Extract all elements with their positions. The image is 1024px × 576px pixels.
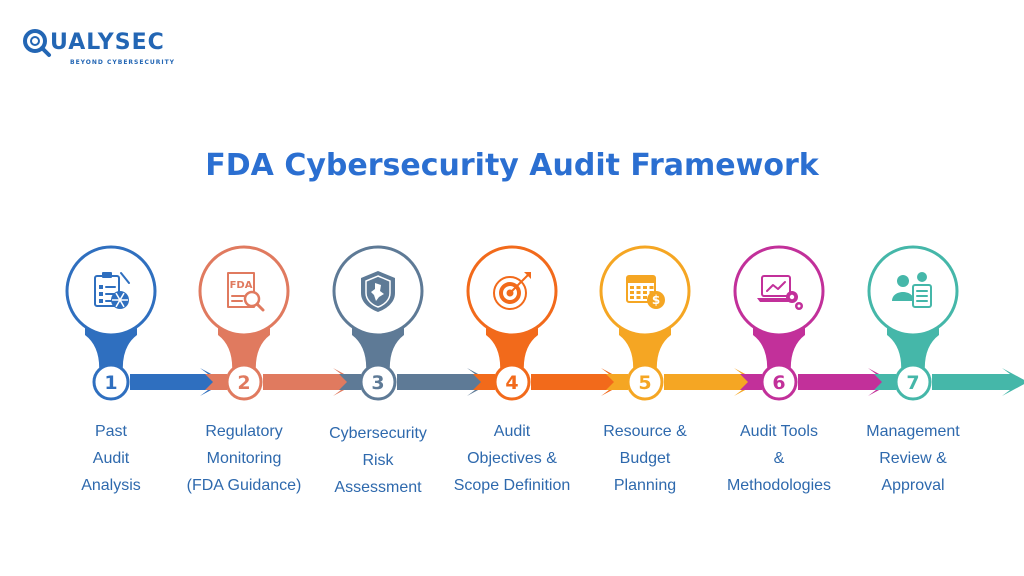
shield-icon <box>361 271 395 312</box>
step-arrow-tail <box>205 374 227 390</box>
target-icon <box>493 272 531 310</box>
step-arrow-tail <box>339 374 361 390</box>
step-connector <box>218 328 270 374</box>
laptop-gears-icon <box>757 275 803 310</box>
step-number-badge <box>760 363 798 401</box>
step-arrow-tail <box>874 374 896 390</box>
step-label: Audit Tools & Methodologies <box>726 423 832 494</box>
step-arrow <box>798 368 894 396</box>
step-number-badge <box>359 363 397 401</box>
step-arrow <box>263 368 359 396</box>
calendar-budget-icon: $ <box>626 275 665 309</box>
step-connector <box>352 328 404 374</box>
step-arrow-tail <box>473 374 495 390</box>
step-connector <box>85 328 137 374</box>
step-number: 3 <box>371 372 384 394</box>
step-5: $5 <box>599 245 760 401</box>
step-number-badge <box>225 363 263 401</box>
step-connector <box>486 328 538 374</box>
step-label: Past Audit Analysis <box>81 423 141 494</box>
step-number-badge <box>894 363 932 401</box>
brand-tagline: BEYOND CYBERSECURITY <box>70 59 176 66</box>
team-review-icon <box>892 272 932 308</box>
step-arrow <box>397 368 493 396</box>
step-connector <box>619 328 671 374</box>
svg-text:FDA: FDA <box>230 280 253 291</box>
step-arrow <box>664 368 760 396</box>
step-arrow <box>932 368 1024 396</box>
step-number: 2 <box>237 372 250 394</box>
step-arrow <box>130 368 226 396</box>
svg-text:$: $ <box>652 293 660 307</box>
step-number: 5 <box>638 372 651 394</box>
step-arrow-tail <box>740 374 762 390</box>
step-icon-circle <box>198 245 290 337</box>
step-number: 1 <box>104 372 117 394</box>
step-7: 7 <box>867 245 1024 401</box>
step-icon-circle <box>733 245 825 337</box>
step-number: 7 <box>906 372 919 394</box>
step-arrow <box>531 368 627 396</box>
step-number-badge <box>626 363 664 401</box>
step-label: Resource & Budget Planning <box>603 423 687 494</box>
step-number: 4 <box>505 372 518 394</box>
step-number-badge <box>92 363 130 401</box>
step-4: 4 <box>466 245 627 401</box>
step-6: 6 <box>733 245 894 401</box>
step-connector <box>887 328 939 374</box>
step-number-badge <box>493 363 531 401</box>
audit-clipboard-icon <box>94 272 130 309</box>
step-label: Cybersecurity Risk Assessment <box>329 425 427 496</box>
page-title: FDA Cybersecurity Audit Framework <box>205 148 819 183</box>
step-icon-circle <box>65 245 157 337</box>
step-3: 3 <box>332 245 493 401</box>
step-2: FDA 2 <box>198 245 359 401</box>
step-number: 6 <box>772 372 785 394</box>
step-label: Regulatory Monitoring (FDA Guidance) <box>186 423 302 494</box>
step-1: 1 <box>65 245 226 401</box>
step-label: Management Review & Approval <box>866 423 960 494</box>
logo-q-icon <box>23 29 51 57</box>
step-label: Audit Objectives & Scope Definition <box>453 423 571 494</box>
step-connector <box>753 328 805 374</box>
brand-name: UALYSEC <box>50 30 165 55</box>
brand-logo: UALYSEC BEYOND CYBERSECURITY <box>22 28 212 76</box>
step-arrow-tail <box>606 374 628 390</box>
fda-document-search-icon: FDA <box>227 272 265 312</box>
